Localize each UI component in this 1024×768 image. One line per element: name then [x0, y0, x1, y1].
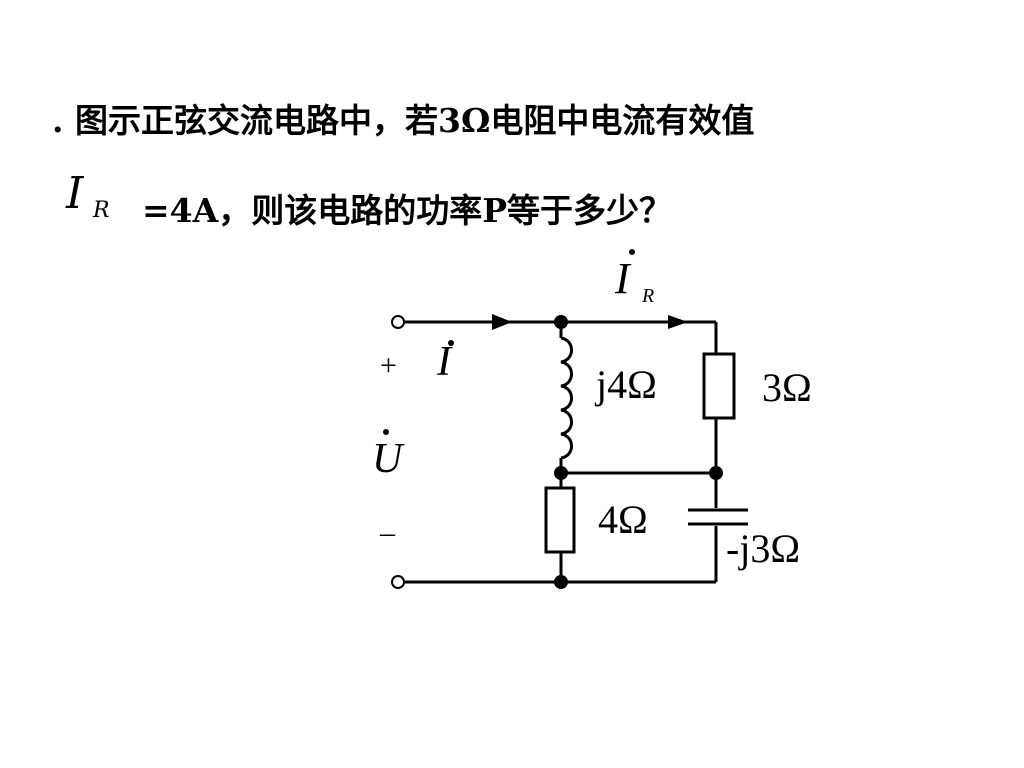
phasor-dot-ir	[629, 249, 635, 255]
phasor-ir-subscript: R	[641, 285, 654, 307]
arrow-ir	[668, 315, 688, 329]
phasor-u-label: U	[372, 436, 405, 482]
terminal-top	[391, 315, 405, 329]
junction-top-left	[554, 315, 568, 329]
terminal-bottom	[391, 575, 405, 589]
ir-symbol: I	[66, 168, 84, 219]
phasor-dot-i	[448, 340, 454, 346]
inductor-label: j4Ω	[594, 362, 657, 407]
minus-sign: –	[379, 516, 396, 549]
junction-mid-left	[554, 466, 568, 480]
junction-mid-right	[709, 466, 723, 480]
arrow-i	[492, 314, 512, 330]
capacitor-label: -j3Ω	[726, 526, 800, 571]
phasor-i-label: I	[436, 339, 453, 385]
r4-label: 4Ω	[598, 497, 648, 542]
plus-sign: +	[380, 349, 397, 382]
phasor-ir-label: I	[614, 254, 632, 303]
r3-label: 3Ω	[762, 365, 812, 410]
resistor-3-ohm	[702, 352, 736, 420]
inductor-coil	[560, 336, 573, 460]
ir-subscript: R	[93, 198, 110, 223]
question-line-1: . 图示正弦交流电路中，若3Ω电阻中电流有效值	[52, 101, 755, 140]
junction-bottom-left	[554, 575, 568, 589]
resistor-4-ohm	[544, 486, 576, 554]
question-line-2: =4A，则该电路的功率P等于多少？	[142, 191, 673, 230]
phasor-dot-u	[383, 429, 389, 435]
